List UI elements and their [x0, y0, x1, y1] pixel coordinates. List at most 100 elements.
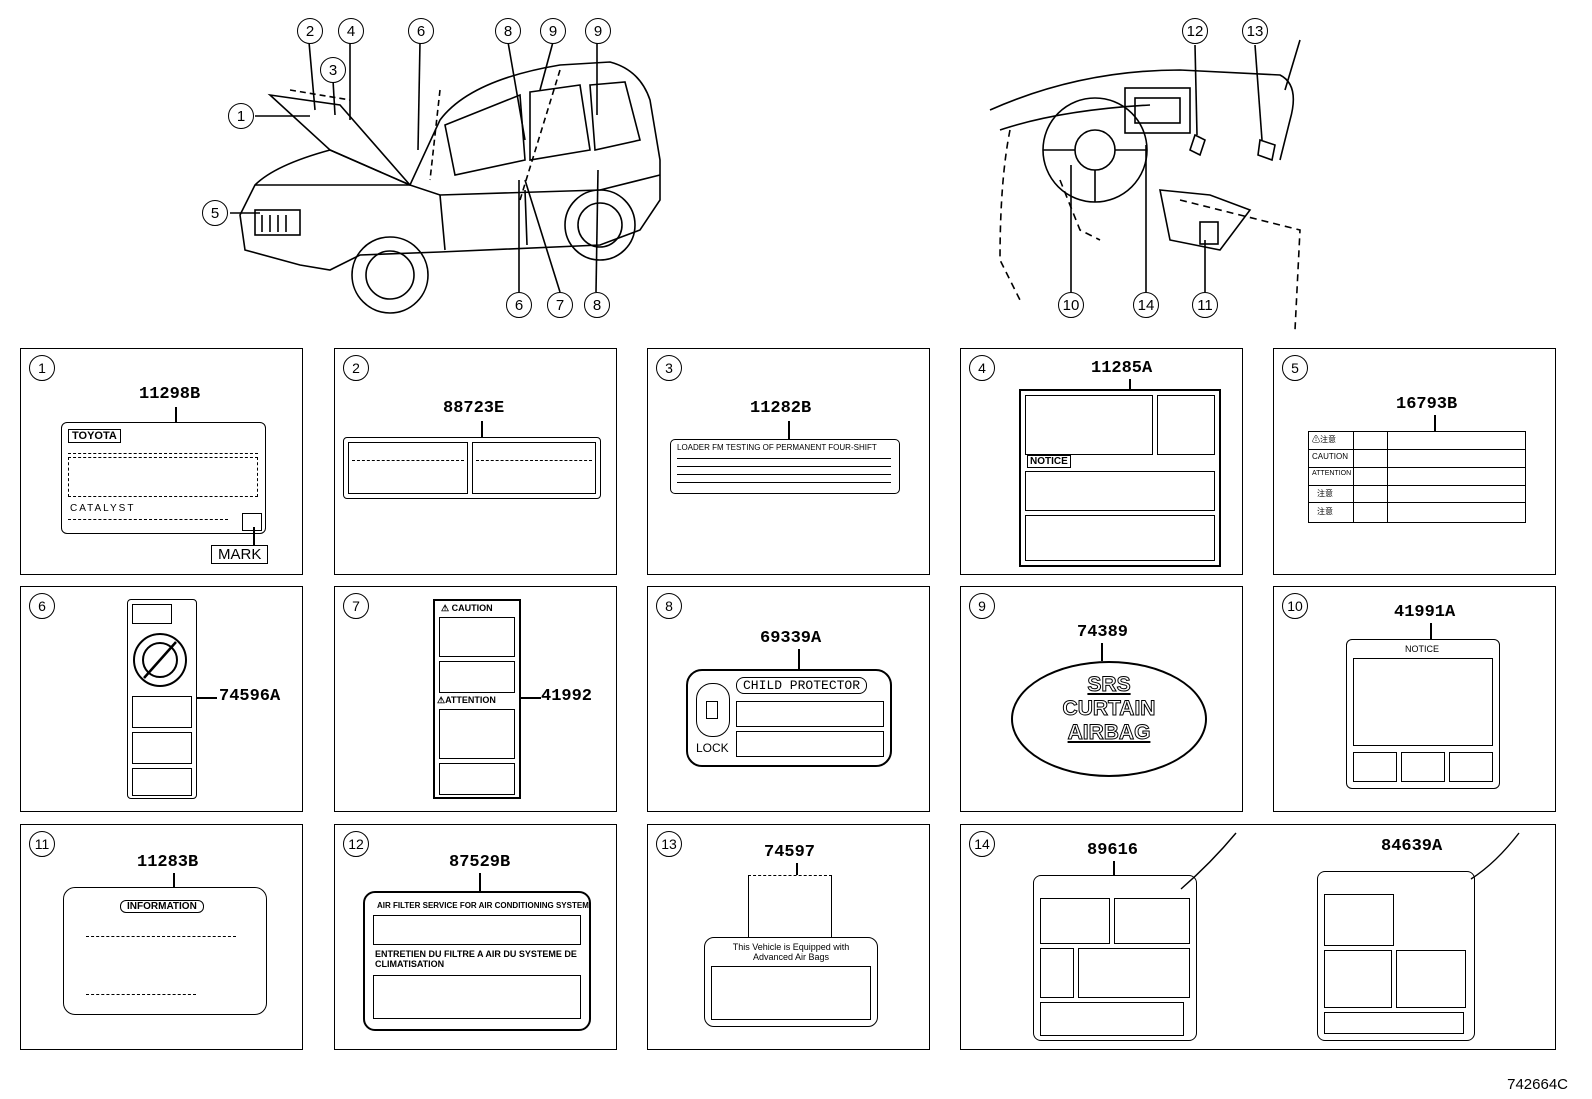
vehicle-exterior-drawing [230, 41, 661, 314]
lock-text: LOCK [696, 741, 729, 755]
panel-number: 7 [343, 593, 369, 619]
panel-number: 8 [656, 593, 682, 619]
label-panel-12: 12 87529B AIR FILTER SERVICE FOR AIR CON… [334, 824, 617, 1050]
label-panel-6: 6 74596A [20, 586, 303, 812]
mark-callout: MARK [211, 545, 269, 564]
interior-callout[interactable]: 11 [1192, 292, 1218, 318]
child-protector-label: LOCK CHILD PROTECTOR [686, 669, 892, 767]
vehicle-callout[interactable]: 2 [297, 18, 323, 44]
curtain-text: CURTAIN [1062, 697, 1156, 721]
advanced-airbag-label: This Vehicle is Equipped with Advanced A… [704, 937, 878, 1027]
part-number: 88723E [443, 399, 505, 418]
vehicle-callout[interactable]: 3 [320, 57, 346, 83]
catalyst-text: CATALYST [70, 503, 136, 514]
panel-number: 1 [29, 355, 55, 381]
vehicle-callout[interactable]: 6 [506, 292, 532, 318]
interior-callout[interactable]: 14 [1133, 292, 1159, 318]
part-number: 11285A [1091, 359, 1153, 378]
airbag-notice-text: This Vehicle is Equipped with Advanced A… [732, 942, 850, 962]
information-label: INFORMATION [63, 887, 267, 1015]
part-number: 84639A [1381, 837, 1443, 856]
vehicle-callout[interactable]: 8 [495, 18, 521, 44]
caution-text: ⚠ CAUTION [441, 603, 493, 613]
label-panel-10: 10 41991A NOTICE [1273, 586, 1556, 812]
label-panel-14: 14 89616 84639A [960, 824, 1556, 1050]
row-label: 注意 [1317, 489, 1333, 498]
warning-table-label: ⚠注意 CAUTION ATTENTION 注意 注意 [1308, 431, 1526, 523]
emission-label: TOYOTA CATALYST [61, 422, 266, 534]
label-panel-11: 11 11283B INFORMATION [20, 824, 303, 1050]
child-protector-title: CHILD PROTECTOR [736, 677, 868, 694]
label-panel-3: 3 11282B LOADER FM TESTING OF PERMANENT … [647, 348, 930, 575]
vehicle-callout[interactable]: 5 [202, 200, 228, 226]
vehicle-callout[interactable]: 9 [585, 18, 611, 44]
srs-airbag-oval: SRS CURTAIN AIRBAG [1011, 661, 1207, 777]
part-number: 74597 [764, 843, 816, 862]
vehicle-callout[interactable]: 6 [408, 18, 434, 44]
information-text: INFORMATION [120, 900, 204, 913]
label-panel-5: 5 16793B ⚠注意 CAUTION ATTENTION 注意 注意 [1273, 348, 1556, 575]
panel-number: 4 [969, 355, 995, 381]
part-number: 41991A [1394, 603, 1456, 622]
child-seat-label [127, 599, 197, 799]
panel-number: 11 [29, 831, 55, 857]
notice-card-label: NOTICE [1346, 639, 1500, 789]
panel-number: 13 [656, 831, 682, 857]
vehicle-callout[interactable]: 4 [338, 18, 364, 44]
attention-text: ⚠ATTENTION [437, 695, 496, 705]
part-number: 87529B [449, 853, 511, 872]
part-number: 74596A [219, 687, 281, 706]
panel-number: 6 [29, 593, 55, 619]
interior-dashboard-drawing [989, 39, 1301, 331]
airbag-text: AIRBAG [1067, 721, 1151, 745]
hang-tag-a [1033, 875, 1197, 1041]
panel-number: 12 [343, 831, 369, 857]
sunvisor-top [748, 875, 832, 937]
label-panel-13: 13 74597 This Vehicle is Equipped with A… [647, 824, 930, 1050]
service-label: NOTICE [1019, 389, 1221, 567]
french-text: ENTRETIEN DU FILTRE A AIR DU SYSTEME DE … [375, 949, 577, 969]
label-panel-1: 1 11298B TOYOTA CATALYST MARK [20, 348, 303, 575]
interior-callout[interactable]: 10 [1058, 292, 1084, 318]
interior-callout[interactable]: 12 [1182, 18, 1208, 44]
vehicle-callout[interactable]: 9 [540, 18, 566, 44]
srs-text: SRS [1087, 673, 1131, 697]
panel-number: 9 [969, 593, 995, 619]
part-number: 11282B [750, 399, 812, 418]
notice-text: NOTICE [1405, 644, 1440, 654]
diagram-code: 742664C [1507, 1076, 1568, 1093]
part-number: 11283B [137, 853, 199, 872]
part-number: 89616 [1087, 841, 1139, 860]
label-panel-9: 9 74389 SRS CURTAIN AIRBAG [960, 586, 1243, 812]
brand-text: TOYOTA [68, 429, 121, 443]
part-number: 69339A [760, 629, 822, 648]
interior-callout[interactable]: 13 [1242, 18, 1268, 44]
caution-attention-label: ⚠ CAUTION ⚠ATTENTION [433, 599, 521, 799]
panel-number: 3 [656, 355, 682, 381]
row-label: ⚠注意 [1312, 435, 1336, 444]
english-text: AIR FILTER SERVICE FOR AIR CONDITIONING … [377, 901, 589, 910]
label-panel-8: 8 69339A LOCK CHILD PROTECTOR [647, 586, 930, 812]
vehicle-callout[interactable]: 8 [584, 292, 610, 318]
part-number: 11298B [139, 385, 201, 404]
notice-text: NOTICE [1027, 455, 1071, 468]
label-panel-7: 7 ⚠ CAUTION ⚠ATTENTION 41992 [334, 586, 617, 812]
row-label: ATTENTION [1312, 470, 1352, 477]
part-number: 41992 [541, 687, 593, 706]
air-filter-label: AIR FILTER SERVICE FOR AIR CONDITIONING … [363, 891, 591, 1031]
notice-label: LOADER FM TESTING OF PERMANENT FOUR-SHIF… [670, 439, 900, 494]
vehicle-callout[interactable]: 1 [228, 103, 254, 129]
panel-number: 14 [969, 831, 995, 857]
part-number: 16793B [1396, 395, 1458, 414]
panel-number: 10 [1282, 593, 1308, 619]
part-number: 74389 [1077, 623, 1129, 642]
vehicle-callout[interactable]: 7 [547, 292, 573, 318]
row-label: 注意 [1317, 507, 1333, 516]
dual-label [343, 437, 601, 499]
label-panel-4: 4 11285A NOTICE [960, 348, 1243, 575]
row-label: CAUTION [1312, 452, 1348, 461]
label-header-text: LOADER FM TESTING OF PERMANENT FOUR-SHIF… [677, 443, 877, 452]
label-panel-2: 2 88723E [334, 348, 617, 575]
hang-tag-b [1317, 871, 1475, 1041]
panel-number: 2 [343, 355, 369, 381]
